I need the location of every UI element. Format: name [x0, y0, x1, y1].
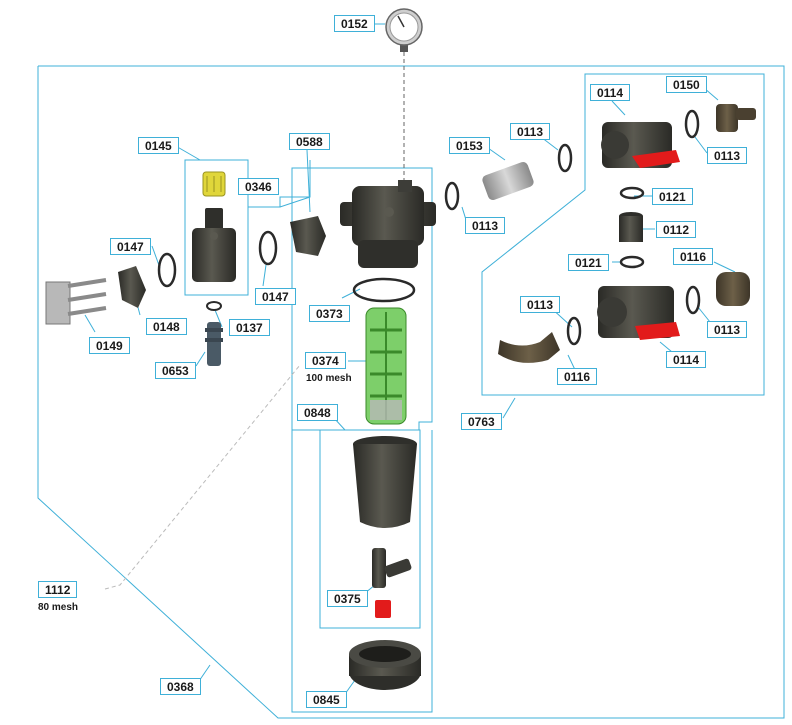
dashed-leader-lines [104, 45, 405, 590]
part-label-0147-right: 0147 [255, 288, 296, 305]
part-label-0121-top: 0121 [652, 188, 693, 205]
valve-0114-bottom [597, 286, 680, 340]
drain-valve [372, 548, 412, 618]
part-label-0114-top: 0114 [590, 84, 631, 101]
part-label-0114-bottom: 0114 [666, 351, 707, 368]
filter-bowl [353, 436, 417, 528]
regulator-cover [290, 216, 326, 256]
part-label-0113-e: 0113 [707, 321, 748, 338]
spacer-0112 [619, 212, 643, 242]
filter-column-outline [291, 167, 433, 713]
o-ring-0147-right [258, 230, 278, 266]
elbow-0116-left [498, 332, 560, 363]
filter-o-ring [352, 277, 416, 303]
elbow-0116-right [716, 272, 750, 306]
union-0153 [482, 161, 534, 201]
part-label-0653: 0653 [155, 362, 196, 379]
o-ring-0113-e [566, 316, 582, 346]
filter-screen [365, 307, 407, 425]
part-label-0116-left: 0116 [557, 368, 598, 385]
cover-plate-0148 [118, 266, 146, 308]
part-label-0373: 0373 [309, 305, 350, 322]
part-label-0113-b: 0113 [465, 217, 506, 234]
part-label-0375: 0375 [327, 590, 368, 607]
part-label-0153: 0153 [449, 137, 490, 154]
part-label-0113-a: 0113 [510, 123, 551, 140]
screen-mesh-note: 100 mesh [306, 373, 352, 384]
part-label-0112: 0112 [656, 221, 697, 238]
o-ring-0137 [206, 301, 222, 311]
pressure-gauge [385, 8, 423, 52]
part-label-0148: 0148 [146, 318, 187, 335]
mounting-bracket [45, 278, 107, 325]
part-label-0121-bottom: 0121 [568, 254, 609, 271]
part-label-0848: 0848 [297, 404, 338, 421]
bowl-group-outline [319, 429, 421, 629]
o-ring-0147-left [157, 252, 177, 288]
o-ring-0113-d [685, 285, 701, 315]
regulator-body [192, 208, 236, 282]
part-label-0149: 0149 [89, 337, 130, 354]
o-ring-0113-a [557, 143, 573, 173]
o-ring-0113-b [444, 181, 460, 211]
part-label-0116-right: 0116 [673, 248, 714, 265]
part-label-0152: 0152 [334, 15, 375, 32]
part-label-0845: 0845 [306, 691, 347, 708]
part-label-1112: 1112 [38, 581, 78, 598]
main-assembly-outline [37, 65, 785, 719]
filter-head [340, 180, 436, 268]
part-label-0763: 0763 [461, 413, 502, 430]
regulator-cap [202, 171, 226, 197]
part-label-0137: 0137 [229, 319, 270, 336]
o-ring-0121-bottom [619, 255, 645, 269]
o-ring-0113-c [684, 109, 700, 139]
bowl-nut [349, 640, 421, 690]
part-label-0145: 0145 [138, 137, 179, 154]
part-label-0113-c: 0113 [707, 147, 748, 164]
o-ring-0121-top [619, 186, 645, 200]
part-label-0150: 0150 [666, 76, 707, 93]
part-label-0588: 0588 [289, 133, 330, 150]
screen-mesh-note-80: 80 mesh [38, 602, 79, 613]
part-label-0368: 0368 [160, 678, 201, 695]
part-label-0147-left: 0147 [110, 238, 151, 255]
valve-0114-top [601, 122, 680, 168]
hose-tail-0150 [716, 104, 756, 132]
valve-group-outline [481, 73, 765, 396]
hose-tail-0653 [205, 322, 223, 366]
pressure-regulator-outline [184, 159, 311, 296]
part-label-0374: 0374 [305, 352, 346, 369]
part-label-0346: 0346 [238, 178, 279, 195]
part-label-0113-d: 0113 [520, 296, 561, 313]
